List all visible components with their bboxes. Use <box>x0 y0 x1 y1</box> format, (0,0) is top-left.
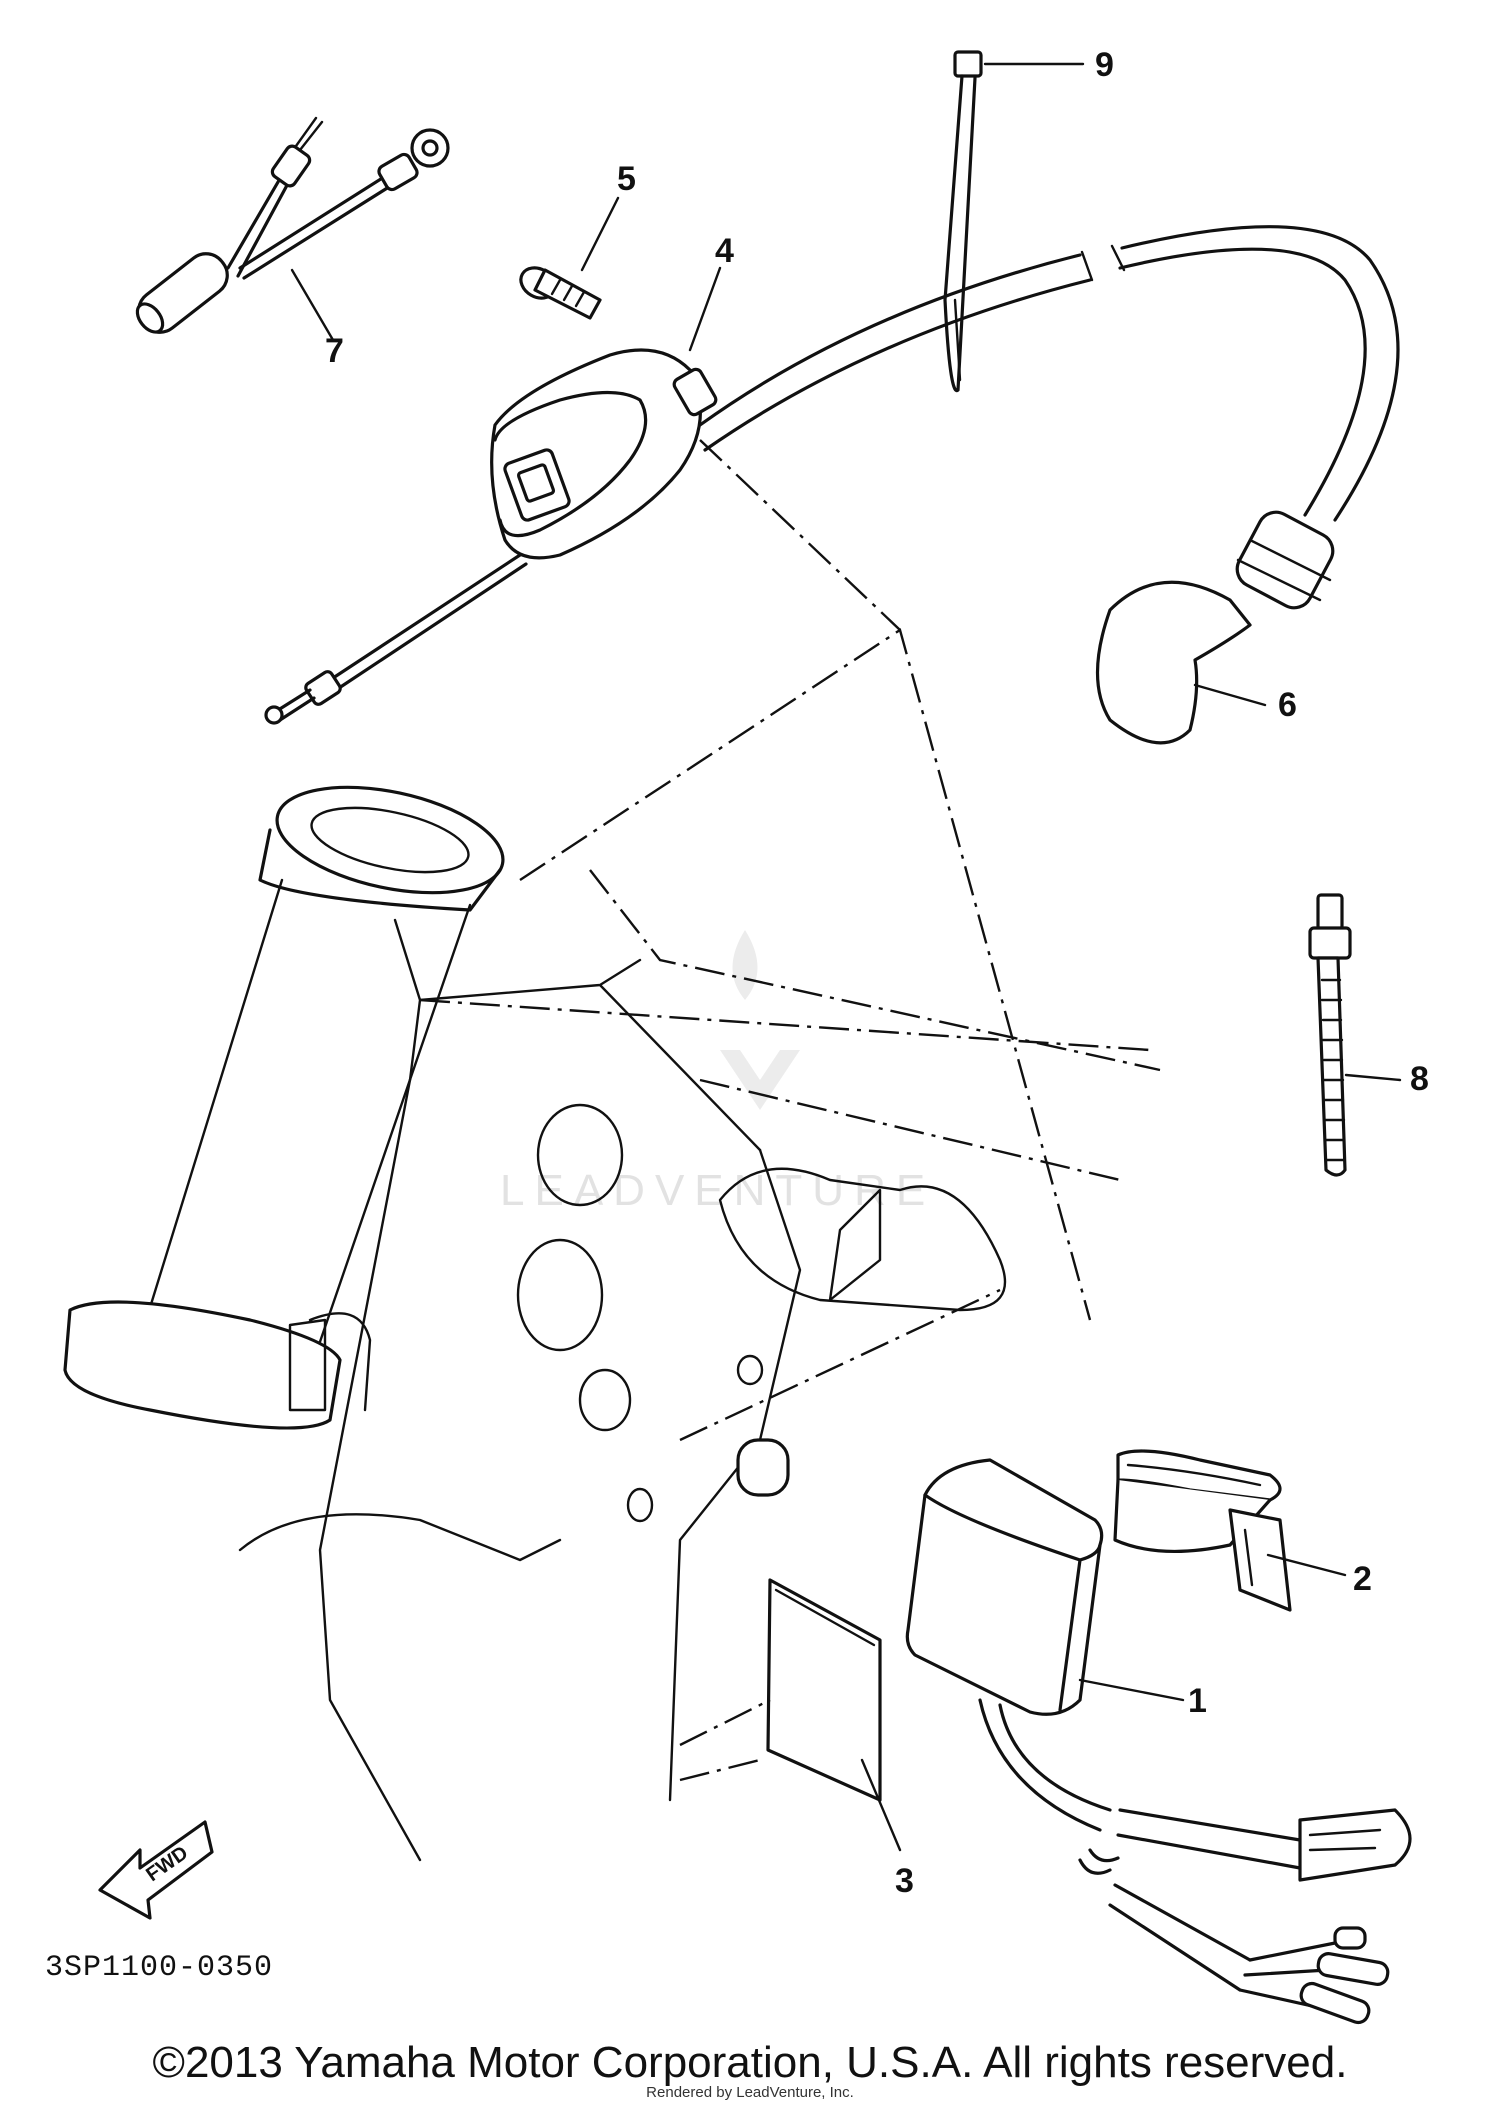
leader-5 <box>580 196 620 272</box>
callout-5: 5 <box>617 160 636 198</box>
part-5-bolt[interactable] <box>515 262 602 320</box>
leader-8 <box>1344 1073 1402 1082</box>
part-3-damper-pad[interactable] <box>679 1578 882 1802</box>
part-4-ignition-coil[interactable] <box>264 348 718 725</box>
leader-3 <box>860 1758 902 1852</box>
leader-1 <box>1078 1678 1185 1702</box>
leader-6 <box>1193 683 1267 707</box>
fwd-arrow-icon: FWD <box>98 1820 214 1920</box>
part-6-plug-cap[interactable] <box>698 225 1400 745</box>
part-7-wire-lead[interactable] <box>131 116 450 340</box>
leader-2 <box>1266 1553 1347 1577</box>
rendered-by-note: Rendered by LeadVenture, Inc. <box>646 2084 854 2101</box>
copyright-notice: ©2013 Yamaha Motor Corporation, U.S.A. A… <box>152 2038 1348 2087</box>
callout-3: 3 <box>895 1862 914 1900</box>
watermark: LEADVENTURE <box>500 930 935 1215</box>
callout-1: 1 <box>1188 1682 1207 1720</box>
part-9-cable-tie[interactable] <box>943 50 983 393</box>
callout-7: 7 <box>325 332 344 370</box>
diagram-code: 3SP1100-0350 <box>45 1951 273 1985</box>
leader-7 <box>290 268 335 342</box>
callout-2: 2 <box>1353 1560 1372 1598</box>
watermark-logo-icon <box>720 930 800 1110</box>
callouts: 1 2 3 4 5 6 7 8 9 <box>325 46 1429 1900</box>
leader-lines <box>290 62 1402 1852</box>
callout-8: 8 <box>1410 1060 1429 1098</box>
leader-4 <box>688 266 722 352</box>
frame-outline <box>63 439 1161 1862</box>
callout-9: 9 <box>1095 46 1114 84</box>
part-1-cdi-unit[interactable] <box>905 1458 1412 2025</box>
part-8-cable-tie[interactable] <box>1308 893 1352 1177</box>
callout-4: 4 <box>715 232 734 270</box>
callout-6: 6 <box>1278 686 1297 724</box>
watermark-text: LEADVENTURE <box>500 1166 935 1215</box>
part-2-bracket[interactable] <box>1113 1449 1292 1612</box>
